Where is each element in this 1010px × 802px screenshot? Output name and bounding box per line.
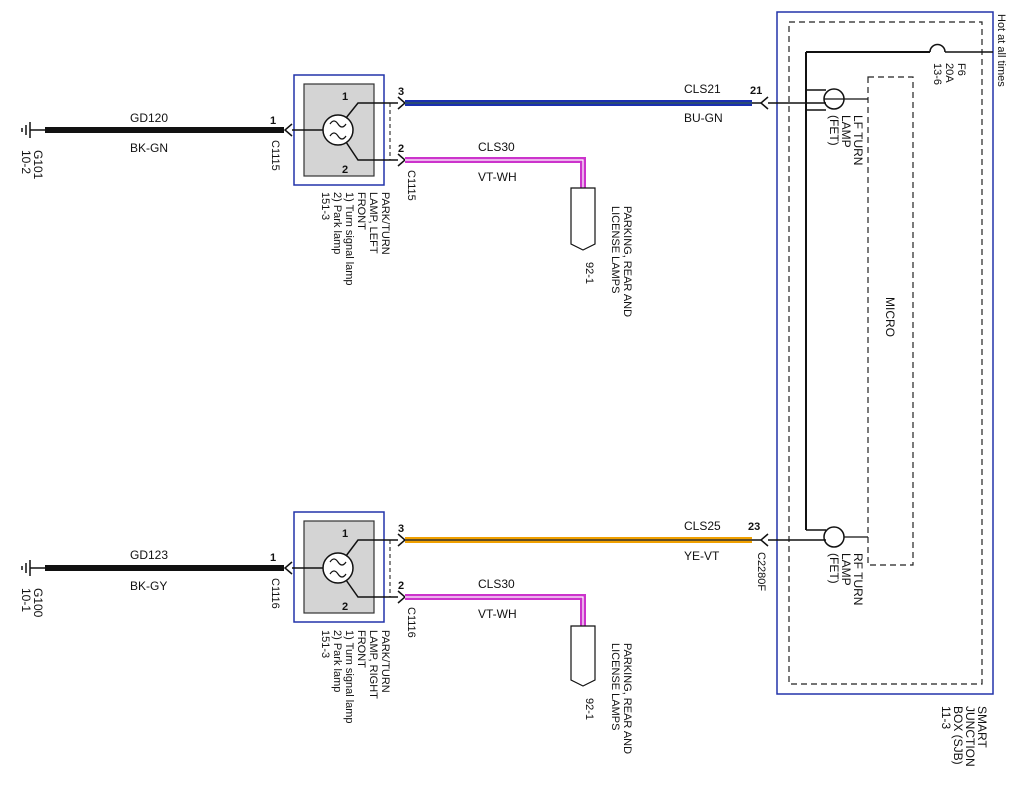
left-lamp-filament bbox=[329, 120, 347, 140]
micro-dashed-box bbox=[867, 76, 914, 566]
c2280f-label: C2280F bbox=[755, 552, 767, 591]
rf-turn-line-2: LAMP bbox=[839, 553, 853, 586]
sjb-label-2: JUNCTION bbox=[963, 706, 977, 767]
c1116-pin2-terminal bbox=[397, 590, 407, 604]
bottom-dest-line-1: PARKING, REAR AND bbox=[621, 643, 633, 754]
lf-turn-line-3: (FET) bbox=[827, 115, 841, 146]
lf-turn-line-1: LF TURN bbox=[851, 115, 865, 165]
left-lamp-title-5: 2) Park lamp bbox=[331, 192, 343, 254]
fuse-ref: 13-6 bbox=[931, 63, 943, 85]
g101-name: G101 bbox=[31, 150, 45, 180]
c1116-pin3-label: 3 bbox=[398, 523, 404, 535]
sjb-pin23-terminal bbox=[759, 533, 769, 547]
c1115-pin2-label: 2 bbox=[398, 143, 404, 155]
cls21-circuit: CLS21 bbox=[684, 82, 721, 96]
top-dest-arrow bbox=[570, 187, 596, 251]
hot-at-all-times-label: Hot at all times bbox=[995, 14, 1007, 87]
cls30-bottom-circuit: CLS30 bbox=[478, 577, 515, 591]
c1115-pin1-terminal bbox=[283, 123, 293, 137]
c1115-pin3-label: 3 bbox=[398, 86, 404, 98]
right-lamp-turn-lead bbox=[345, 539, 398, 557]
c1115-pin3-terminal bbox=[397, 96, 407, 110]
top-dest-line-2: LICENSE LAMPS bbox=[609, 206, 621, 293]
g100-name: G100 bbox=[31, 588, 45, 618]
c1116-pin1-terminal bbox=[283, 561, 293, 575]
c1116-pin2-label: 2 bbox=[398, 580, 404, 592]
micro-label: MICRO bbox=[883, 297, 897, 337]
cls30-top-color: VT-WH bbox=[478, 170, 517, 184]
right-lamp-title-3: FRONT bbox=[355, 630, 367, 668]
c1115-left-label: C1115 bbox=[269, 140, 281, 171]
right-lamp-title-4: 1) Turn signal lamp bbox=[343, 630, 355, 724]
sjb-pin23-label: 23 bbox=[748, 521, 760, 533]
left-lamp-title-3: FRONT bbox=[355, 192, 367, 230]
left-lamp-park-lead bbox=[345, 141, 398, 161]
right-lamp-title-2: LAMP, RIGHT bbox=[367, 630, 379, 699]
cls30-bottom-color: VT-WH bbox=[478, 607, 517, 621]
rf-turn-fet-symbol bbox=[823, 526, 845, 548]
top-dest-ref: 92-1 bbox=[583, 262, 595, 284]
sjb-pin21-terminal bbox=[759, 96, 769, 110]
cls21-color: BU-GN bbox=[684, 111, 723, 125]
left-lamp-title-2: LAMP, LEFT bbox=[367, 192, 379, 254]
lf-turn-line-2: LAMP bbox=[839, 115, 853, 148]
right-lamp-bulb-icon bbox=[322, 552, 354, 584]
right-lamp-park-lead bbox=[345, 579, 398, 598]
right-lamp-title-5: 2) Park lamp bbox=[331, 630, 343, 692]
c1116-right-label: C1116 bbox=[405, 607, 417, 638]
gd123-circuit: GD123 bbox=[130, 548, 168, 562]
c1115-pin1-label: 1 bbox=[270, 115, 276, 127]
fuse-name: F6 bbox=[955, 63, 967, 76]
gd120-color: BK-GN bbox=[130, 141, 168, 155]
cls25-circuit: CLS25 bbox=[684, 519, 721, 533]
sjb-label-3: BOX (SJB) bbox=[951, 706, 965, 765]
cls25-color: YE-VT bbox=[684, 549, 720, 563]
c1115-right-label: C1115 bbox=[405, 170, 417, 201]
bottom-dest-ref: 92-1 bbox=[583, 698, 595, 720]
right-lamp-title-6: 151-3 bbox=[319, 630, 331, 658]
top-dest-line-1: PARKING, REAR AND bbox=[621, 206, 633, 317]
cls30-top-circuit: CLS30 bbox=[478, 140, 515, 154]
sjb-label-1: SMART bbox=[975, 706, 989, 748]
left-lamp-pin1: 1 bbox=[342, 91, 348, 103]
gd123-color: BK-GY bbox=[130, 579, 167, 593]
c1116-pin3-terminal bbox=[397, 533, 407, 547]
g100-ref: 10-1 bbox=[19, 588, 33, 612]
c1115-pin2-terminal bbox=[397, 153, 407, 167]
cls30-top-wire-stripe bbox=[405, 159, 584, 188]
gd120-circuit: GD120 bbox=[130, 111, 168, 125]
g101-ref: 10-2 bbox=[19, 150, 33, 174]
c1116-pin1-label: 1 bbox=[270, 552, 276, 564]
left-lamp-title-4: 1) Turn signal lamp bbox=[343, 192, 355, 286]
bottom-dest-arrow bbox=[570, 625, 596, 687]
bottom-dest-line-2: LICENSE LAMPS bbox=[609, 643, 621, 730]
c1116-left-label: C1116 bbox=[269, 578, 281, 609]
left-lamp-title-1: PARK/TURN bbox=[379, 192, 391, 255]
rf-turn-line-3: (FET) bbox=[827, 553, 841, 584]
left-lamp-turn-lead bbox=[345, 102, 398, 119]
cls30-bottom-wire-stripe bbox=[405, 596, 584, 626]
left-lamp-bulb-icon bbox=[322, 114, 354, 146]
right-lamp-filament bbox=[329, 558, 347, 578]
sjb-outer-box bbox=[776, 11, 994, 695]
sjb-pin21-label: 21 bbox=[750, 85, 762, 97]
fuse-rating: 20A bbox=[943, 63, 955, 83]
right-lamp-outer-box bbox=[293, 511, 385, 623]
sjb-label-4: 11-3 bbox=[939, 706, 953, 729]
right-lamp-pin2: 2 bbox=[342, 601, 348, 613]
right-lamp-pin1: 1 bbox=[342, 528, 348, 540]
left-lamp-title-6: 151-3 bbox=[319, 192, 331, 220]
left-lamp-pin2: 2 bbox=[342, 164, 348, 176]
sjb-inner-dashed bbox=[788, 21, 983, 685]
right-lamp-title-1: PARK/TURN bbox=[379, 630, 391, 693]
rf-turn-line-1: RF TURN bbox=[851, 553, 865, 605]
fuse-symbol bbox=[929, 43, 946, 53]
